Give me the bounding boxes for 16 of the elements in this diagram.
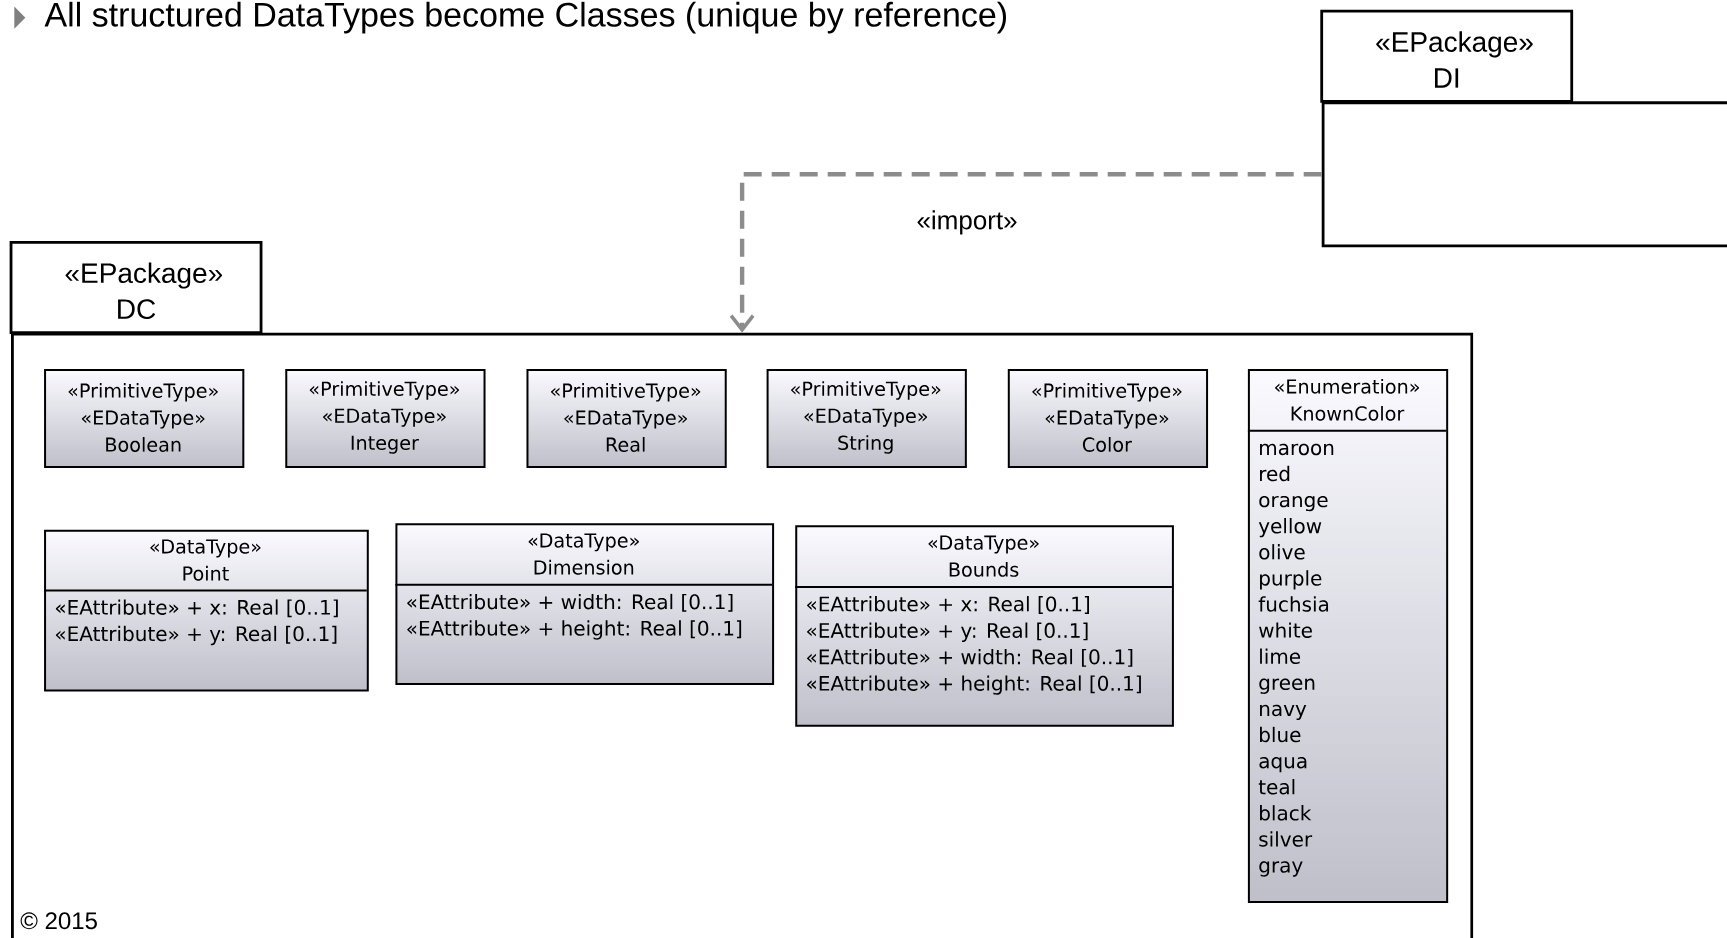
package-box: «EPackage» DI	[1320, 9, 1727, 248]
class-box: «DataType» Dimension «EAttribute» + width: Real [0..1] «EAttribute» + height: Real [0..1]	[394, 522, 775, 685]
class-box: «PrimitiveType» «EDataType» Integer	[285, 368, 486, 468]
title: All structured DataTypes become Classes (unique by reference)	[44, 1, 1006, 34]
class-box: «PrimitiveType» «EDataType» Real	[526, 368, 727, 468]
copyright-note: © 2015	[20, 912, 97, 930]
node-label: «EPackage» DI	[1376, 31, 1533, 88]
edge-label: «import»	[912, 206, 1022, 239]
class-box: «PrimitiveType» «EDataType» Color	[1007, 368, 1209, 468]
node-label: «EPackage» DC	[65, 262, 223, 319]
class-box: «DataType» Bounds «EAttribute» + x: Real [0..1] «EAttribute» + y: Real [0..1] «EAttribute» + width: Real [0..1] «EAttribute» + height: Real [0..1]	[794, 525, 1174, 727]
dependency-arrow	[729, 171, 1322, 333]
class-box: «Enumeration» KnownColor maroon red orange yellow olive purple fuchsia white lime green navy blue aqua teal black silver gray	[1246, 368, 1449, 903]
class-box: «PrimitiveType» «EDataType» String	[766, 368, 967, 468]
class-box: «PrimitiveType» «EDataType» Boolean	[44, 368, 245, 468]
class-box: «DataType» Point «EAttribute» + x: Real [0..1] «EAttribute» + y: Real [0..1]	[43, 529, 369, 692]
